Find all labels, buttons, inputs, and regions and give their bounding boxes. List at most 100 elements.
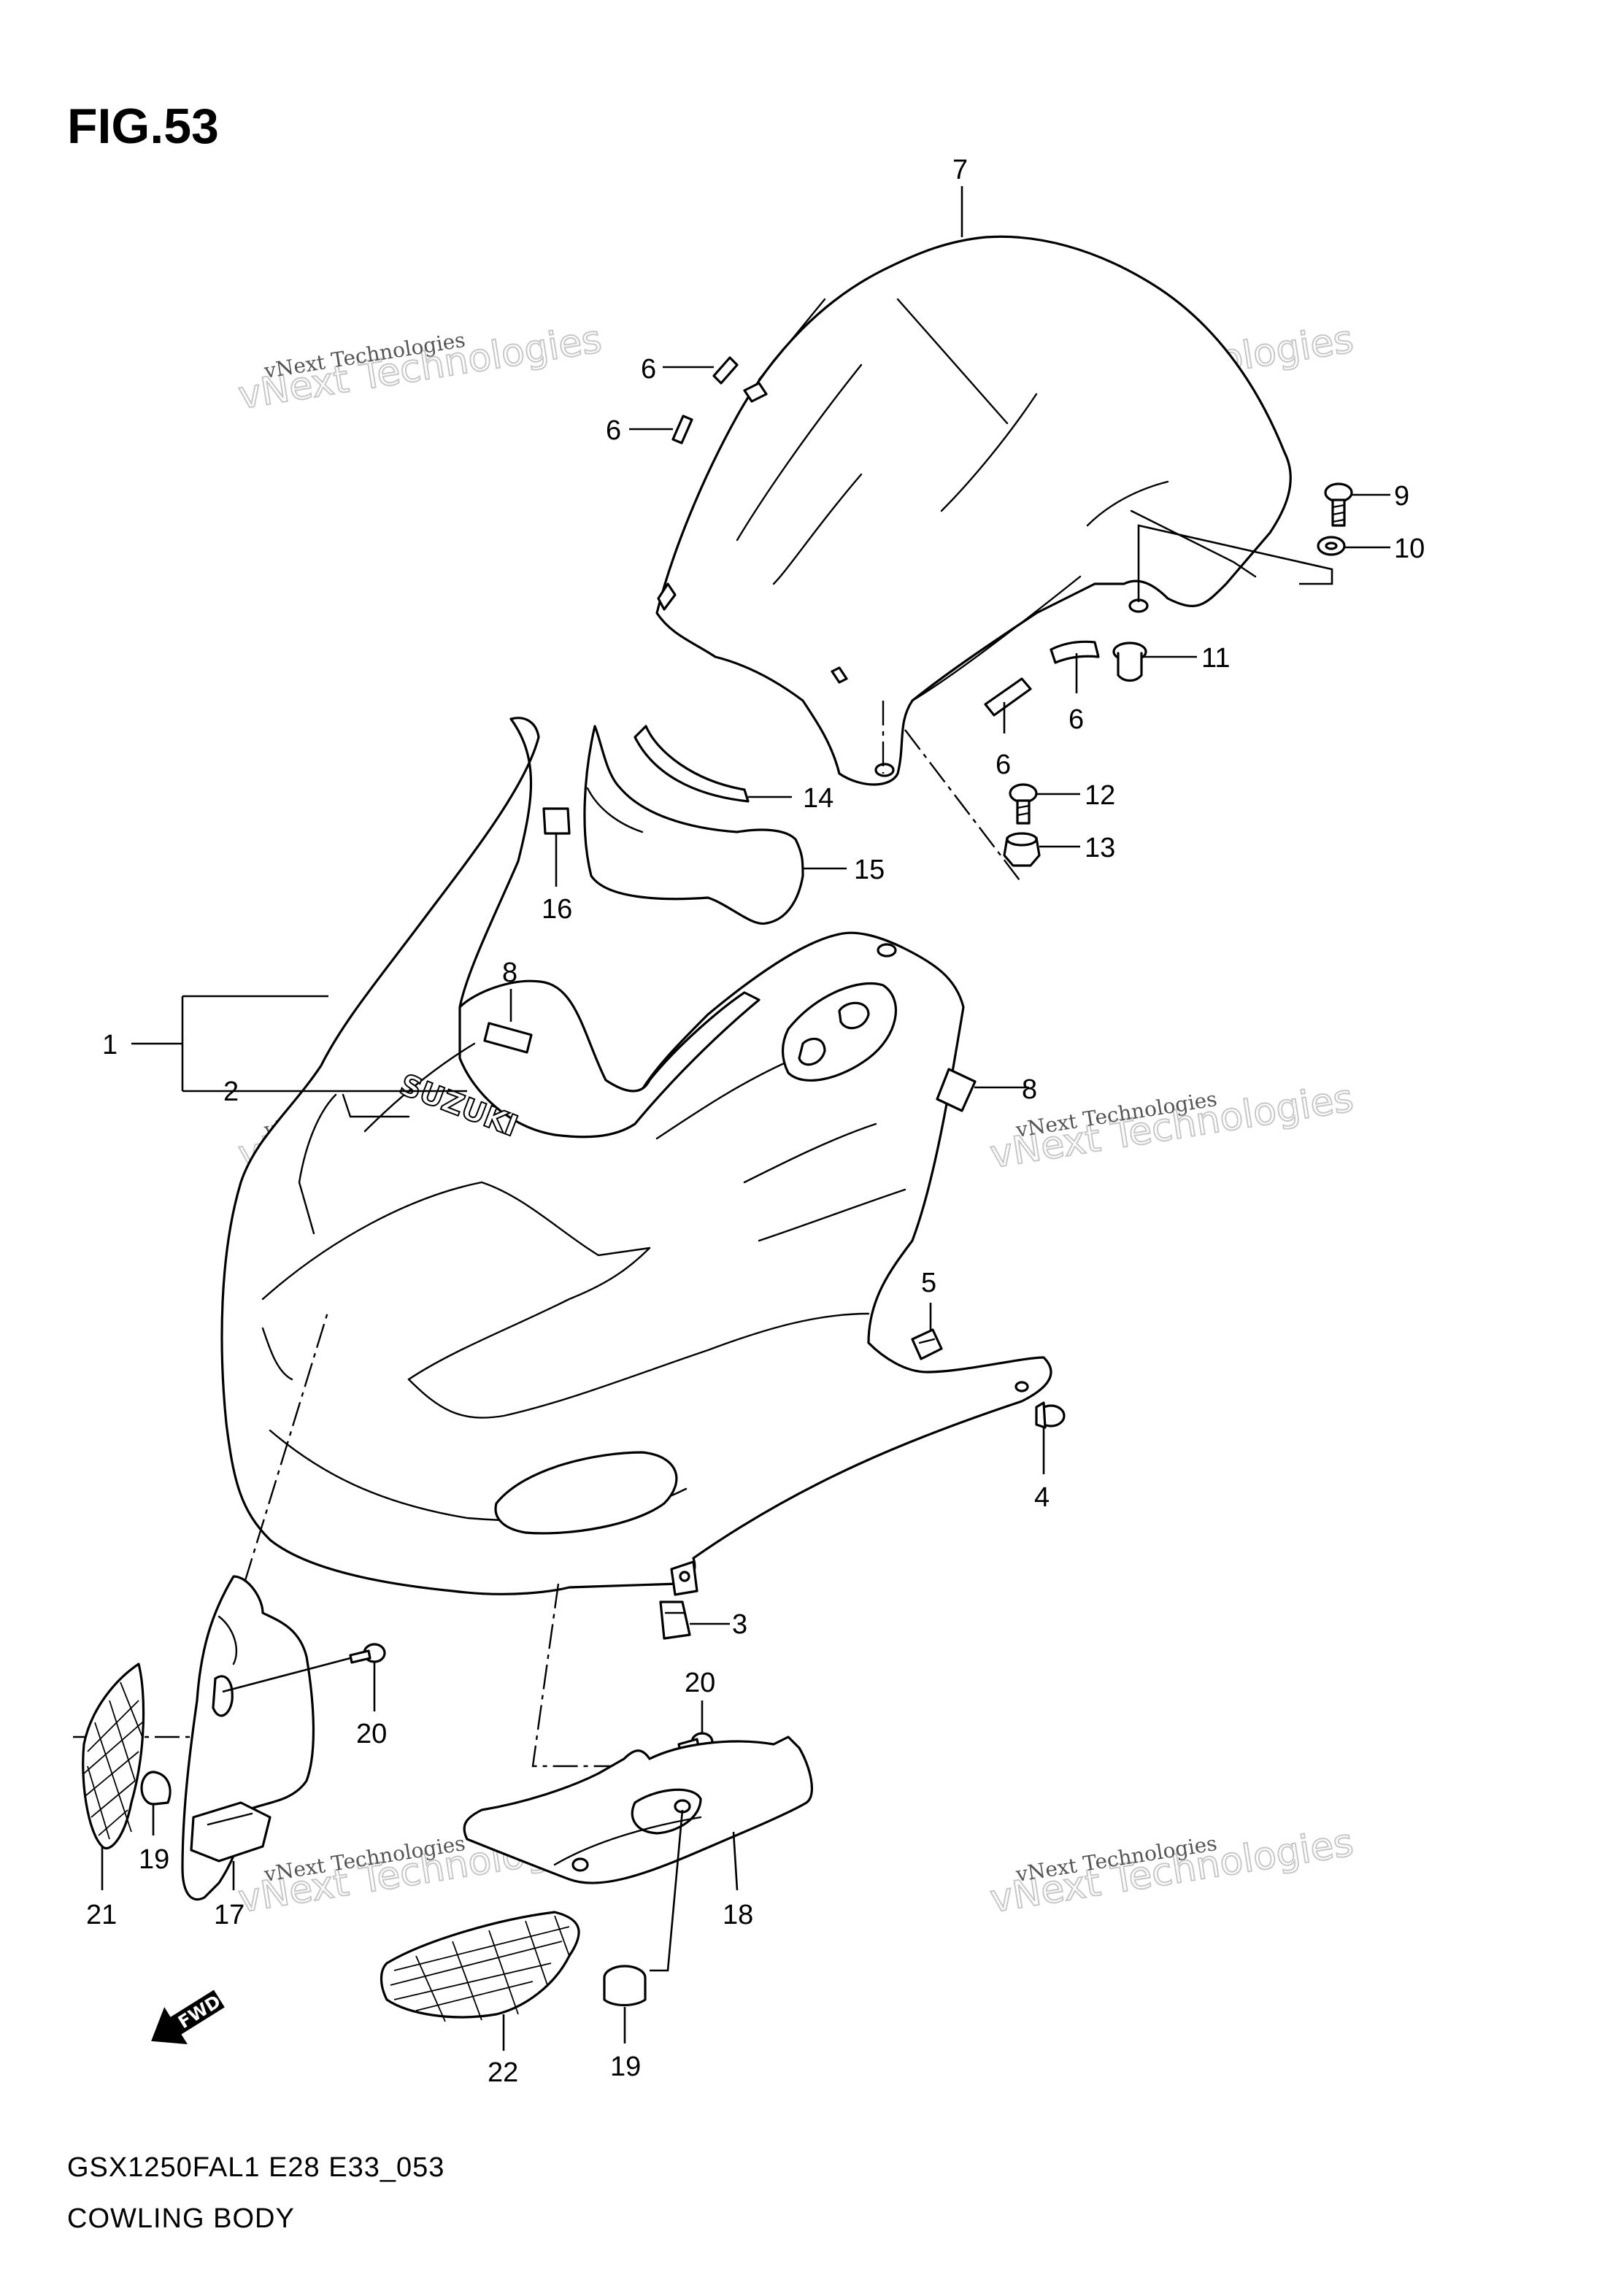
assembly-line-screw-duct — [222, 1657, 351, 1693]
callout-3: 3 — [732, 1609, 747, 1640]
cowling-left-edge-detail — [261, 1327, 293, 1381]
cowling-side-line-1 — [363, 1042, 476, 1133]
windscreen-clip-mid — [831, 666, 848, 684]
part-cowling-body: SUZUKI — [220, 717, 1052, 1596]
part-3-nut-clip — [659, 1600, 691, 1640]
part-20-screw-upper — [349, 1643, 386, 1664]
watermark-top-left: vNext Technologies vNext Technologies — [235, 317, 606, 419]
callout-6a: 6 — [641, 354, 656, 385]
watermark-bottom-right: vNext Technologies vNext Technologies — [987, 1820, 1358, 1922]
callout-2: 2 — [223, 1076, 239, 1107]
callout-8b: 8 — [1022, 1074, 1037, 1105]
callout-13: 13 — [1085, 833, 1115, 863]
callout-5: 5 — [921, 1268, 936, 1298]
callout-10: 10 — [1394, 533, 1425, 564]
callout-6d: 6 — [996, 750, 1011, 780]
part-18-lower-cover — [463, 1736, 813, 1884]
callout-4: 4 — [1034, 1482, 1050, 1513]
callout-16: 16 — [542, 894, 572, 925]
callout-20a: 20 — [356, 1719, 387, 1749]
cowling-crease-mid — [407, 1247, 651, 1381]
fastener-nut-13 — [1003, 832, 1041, 867]
cowling-intake-opening — [494, 1451, 678, 1535]
callout-17: 17 — [214, 1900, 245, 1930]
callout-19b: 19 — [610, 2052, 641, 2082]
windscreen-edge-line — [758, 298, 826, 381]
cowling-side-line-3 — [342, 1093, 410, 1118]
cowling-mount-hole — [877, 943, 897, 958]
callout-labels: 1 2 3 4 5 6 6 6 6 7 8 8 9 10 11 12 13 14… — [86, 155, 1425, 2088]
callout-20b: 20 — [685, 1668, 715, 1698]
windscreen-glare-5 — [1086, 480, 1169, 527]
windscreen-glare-3 — [772, 473, 863, 585]
cowling-right-crease-3 — [655, 1057, 797, 1140]
cowling-crease-upper — [261, 1181, 651, 1301]
callout-21: 21 — [86, 1900, 117, 1930]
callout-18: 18 — [723, 1900, 753, 1930]
fastener-washer-10 — [1317, 536, 1346, 556]
windscreen-bracket-edge — [1130, 509, 1257, 578]
label-piece-left — [483, 1022, 533, 1054]
cowling-right-crease-1 — [758, 1188, 906, 1242]
tape-piece-4 — [984, 677, 1032, 717]
tape-piece-3 — [1050, 640, 1100, 664]
cowling-vent-oval-2 — [838, 1001, 870, 1030]
part-19-grommet-lower — [603, 1965, 647, 2007]
windscreen-clip-left — [657, 582, 677, 611]
windscreen-hole-bottom — [874, 763, 895, 777]
callout-11: 11 — [1201, 643, 1230, 674]
cowling-vent-oval-1 — [798, 1037, 826, 1066]
cowling-cockpit-cutout — [458, 979, 761, 1139]
part-15-inner-panel — [583, 725, 804, 925]
callout-14: 14 — [803, 783, 833, 814]
callout-7: 7 — [952, 155, 968, 185]
callout-22: 22 — [488, 2057, 518, 2088]
fastener-grommet-11 — [1112, 642, 1147, 682]
part-16-clip — [542, 807, 571, 835]
windscreen-glare-1 — [896, 298, 1009, 425]
part-5-clip — [911, 1328, 943, 1360]
section-name: COWLING BODY — [67, 2203, 295, 2234]
windscreen-clip-top — [743, 382, 768, 403]
cowling-right-crease-2 — [743, 1122, 877, 1184]
callout-12: 12 — [1085, 780, 1115, 811]
assembly-line-windscreen-nut — [904, 729, 1023, 884]
windscreen-glare-2 — [736, 363, 863, 542]
leader-lines — [101, 186, 1390, 2051]
part-21-mesh-left — [82, 1663, 145, 1849]
part-19-grommet-left — [140, 1771, 172, 1806]
cowling-rear-hole — [1014, 1381, 1029, 1392]
tape-pieces — [671, 356, 1100, 717]
fastener-screw-12 — [1009, 783, 1038, 825]
callout-1: 1 — [102, 1030, 118, 1060]
forward-direction-arrow: FWD — [151, 1989, 225, 2045]
part-22-mesh-lower — [380, 1911, 580, 2022]
cowling-lower-tab-hole — [679, 1571, 690, 1582]
callout-6c: 6 — [1069, 704, 1084, 735]
callout-9: 9 — [1394, 481, 1409, 512]
windscreen-glare-4 — [940, 393, 1038, 512]
tape-piece-2 — [671, 415, 693, 444]
part-14-trim-strip — [634, 725, 750, 803]
assembly-line-cowling-cover — [531, 1583, 624, 1768]
windscreen-shape — [655, 235, 1292, 786]
cowling-side-line-2 — [298, 1093, 337, 1235]
cowling-crease-lower — [407, 1312, 870, 1419]
tape-piece-1 — [712, 356, 739, 385]
assembly-line-cover-grommet — [650, 1809, 684, 1972]
callout-6b: 6 — [606, 415, 621, 446]
callout-15: 15 — [854, 855, 885, 885]
model-code: GSX1250FAL1 E28 E33_053 — [67, 2152, 444, 2183]
part-17-air-duct — [181, 1575, 315, 1901]
fwd-label: FWD — [174, 1991, 224, 2033]
fastener-screw-9 — [1324, 482, 1353, 527]
part-windscreen — [655, 235, 1292, 786]
callout-19a: 19 — [139, 1844, 169, 1875]
watermark-mid-right: vNext Technologies vNext Technologies — [987, 1076, 1358, 1178]
part-4-screw — [1035, 1401, 1066, 1429]
figure-title: FIG.53 — [67, 99, 219, 154]
callout-8a: 8 — [502, 958, 517, 988]
windscreen-lower-edge — [911, 575, 1082, 702]
